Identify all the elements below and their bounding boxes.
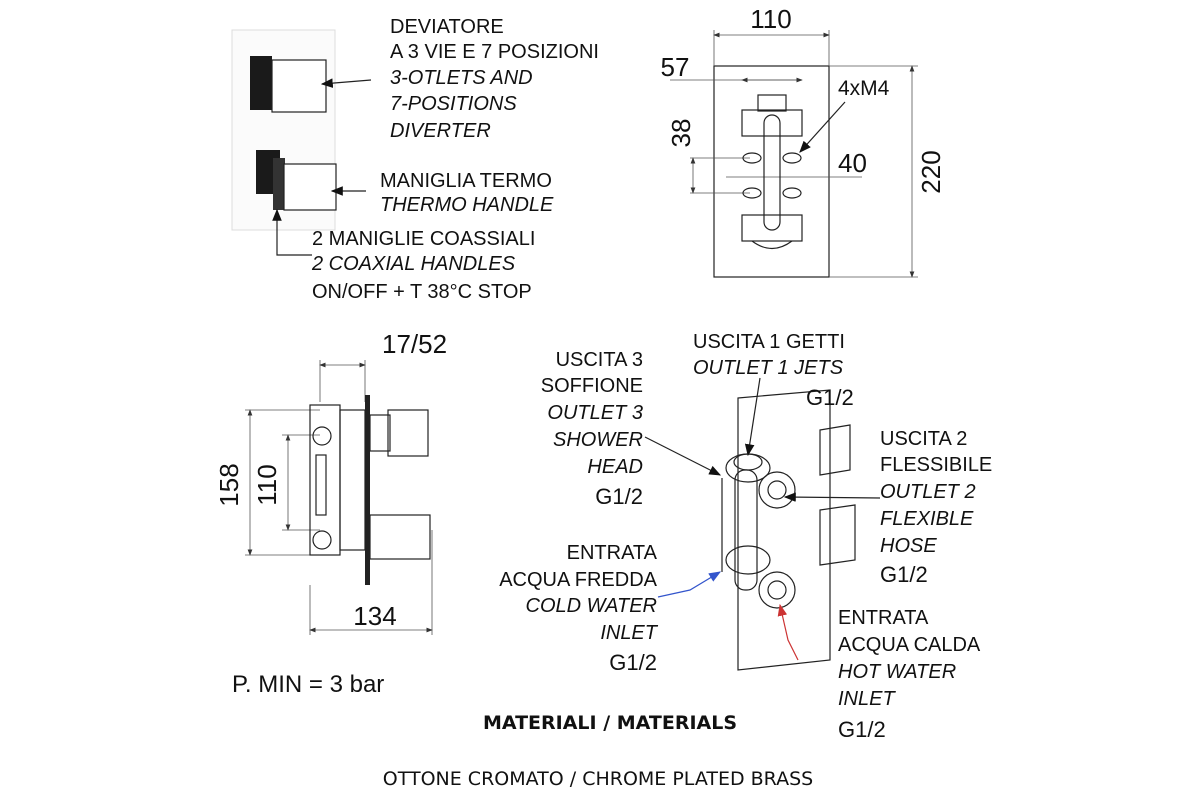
label-text: HOT WATER (838, 661, 956, 683)
label-text: 134 (353, 601, 396, 631)
label-text: SHOWER (553, 429, 643, 451)
label-text: ACQUA FREDDA (499, 569, 657, 591)
label-text: DIVERTER (390, 120, 491, 142)
label-text: HOSE (880, 535, 937, 557)
label-text: G1/2 (595, 484, 643, 509)
label-text: G1/2 (806, 385, 854, 410)
hot-inlet-label: ENTRATA ACQUA CALDA HOT WATER INLET G1/2 (838, 607, 981, 742)
label-text: OUTLET 3 (547, 402, 643, 424)
label-text: HEAD (587, 456, 643, 478)
label-text: USCITA 1 GETTI (693, 331, 845, 353)
label-text: G1/2 (838, 717, 886, 742)
cold-inlet-label: ENTRATA ACQUA FREDDA COLD WATER INLET G1… (499, 542, 659, 675)
label-text: SOFFIONE (541, 375, 643, 397)
outlet-3-label: USCITA 3 SOFFIONE OUTLET 3 SHOWER HEAD G… (541, 349, 643, 509)
label-text: ON/OFF + T 38°C STOP (312, 281, 532, 303)
label-text: ACQUA CALDA (838, 634, 981, 656)
front-view-illustration (231, 29, 372, 256)
label-text: 158 (214, 463, 244, 506)
thermo-handle-label: MANIGLIA TERMO THERMO HANDLE (380, 170, 554, 216)
label-text: 38 (666, 119, 696, 148)
label-text: G1/2 (609, 650, 657, 675)
label-text: FLEXIBLE (880, 508, 974, 530)
label-text: 57 (661, 52, 690, 82)
cold-inlet-arrow (657, 571, 722, 598)
label-text: MANIGLIA TERMO (380, 170, 552, 192)
coaxial-handles-label: 2 MANIGLIE COASSIALI 2 COAXIAL HANDLES O… (311, 228, 535, 303)
label-text: 110 (252, 464, 282, 505)
label-text: USCITA 3 (556, 349, 643, 371)
label-text: ENTRATA (567, 542, 658, 564)
label-text: 17/52 (382, 329, 447, 359)
label-text: 40 (838, 148, 867, 178)
side-dimension-view: 17/52 158 110 134 (214, 329, 447, 635)
outlet-2-label: USCITA 2 FLESSIBILE OUTLET 2 FLEXIBLE HO… (880, 428, 992, 587)
label-text: INLET (838, 688, 896, 710)
label-text: USCITA 2 (880, 428, 967, 450)
label-text: G1/2 (880, 562, 928, 587)
label-text: ENTRATA (838, 607, 929, 629)
hot-inlet-arrow (777, 603, 799, 661)
materials-value: OTTONE CROMATO / CHROME PLATED BRASS (383, 768, 813, 790)
label-text: 2 COAXIAL HANDLES (311, 253, 516, 275)
label-text: 2 MANIGLIE COASSIALI (312, 228, 535, 250)
label-text: A 3 VIE E 7 POSIZIONI (390, 41, 599, 63)
label-text: COLD WATER (526, 595, 658, 617)
plate-dimension-view: 110 57 38 4xM4 40 220 (661, 4, 946, 278)
valve-isometric (644, 377, 881, 671)
outlet-1-label: USCITA 1 GETTI OUTLET 1 JETS G1/2 (693, 331, 854, 410)
label-text: 4xM4 (838, 77, 890, 100)
label-text: OUTLET 2 (880, 481, 976, 503)
materials-heading: MATERIALI / MATERIALS (483, 712, 737, 734)
label-text: 3-OTLETS AND (390, 67, 533, 89)
label-text: 7-POSITIONS (390, 93, 517, 115)
label-text: 110 (750, 4, 791, 34)
label-text: INLET (600, 622, 658, 644)
min-pressure: P. MIN = 3 bar (232, 671, 384, 698)
label-text: FLESSIBILE (880, 454, 992, 476)
label-text: OUTLET 1 JETS (693, 357, 844, 379)
diverter-label: DEVIATORE A 3 VIE E 7 POSIZIONI 3-OTLETS… (390, 16, 599, 142)
label-text: DEVIATORE (390, 16, 504, 38)
label-text: 220 (916, 150, 946, 193)
label-text: THERMO HANDLE (380, 194, 554, 216)
